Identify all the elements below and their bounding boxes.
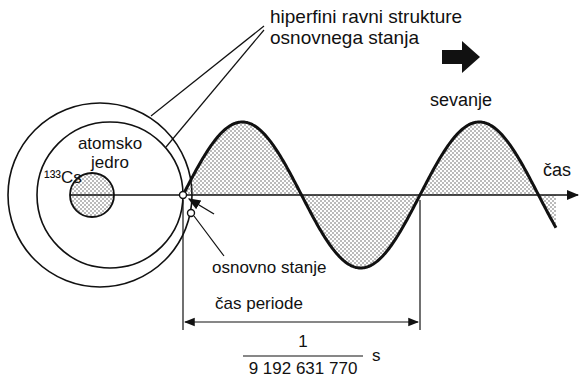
nucleus-label: atomsko jedro	[72, 134, 148, 172]
radiation-label: sevanje	[430, 90, 492, 110]
pointer-arrow	[189, 199, 214, 214]
fraction-bar	[243, 355, 363, 356]
state-dot	[188, 210, 195, 217]
state-dot	[180, 192, 187, 199]
period-dimension	[185, 321, 418, 322]
leader-line	[166, 30, 264, 147]
state-label: osnovno stanje	[212, 258, 326, 277]
leader-line	[194, 216, 224, 256]
radiation-wave	[183, 122, 556, 268]
fraction-numerator: 1	[298, 332, 307, 351]
direction-arrow	[442, 41, 480, 73]
time-axis	[70, 194, 578, 195]
level-label: hiperfini ravni strukture osnovnega stan…	[270, 6, 502, 49]
bracket-line	[182, 200, 183, 330]
axis-label: čas	[543, 160, 571, 180]
isotope-label: ¹³³Cs	[44, 168, 82, 187]
unit-label: s	[372, 346, 381, 365]
fraction-denominator: 9 192 631 770	[249, 359, 358, 378]
leader-line	[151, 26, 264, 116]
bracket-line	[419, 200, 420, 330]
period-label: čas periode	[215, 294, 303, 313]
